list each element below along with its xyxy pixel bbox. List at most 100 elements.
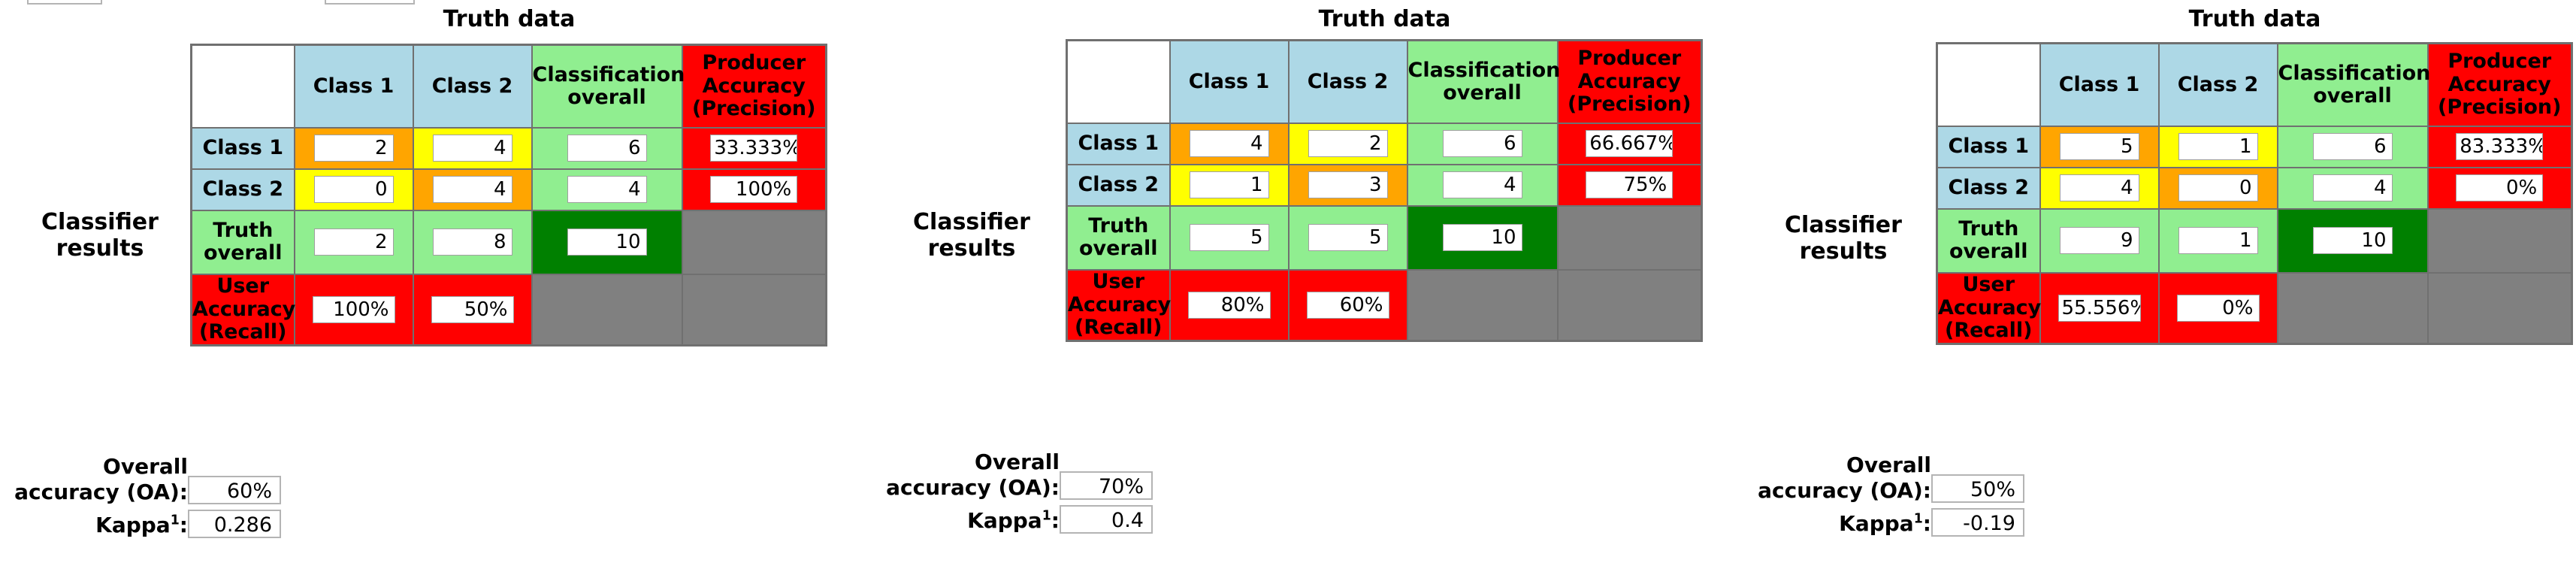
cell-truth-overall-class1: 2 <box>293 209 414 275</box>
panel-1-classifier-results-label: Classifier results <box>41 209 159 262</box>
cell-user-accuracy-class2: 0% <box>2157 271 2278 345</box>
cell-class1-overall: 6 <box>2276 125 2429 168</box>
input-m10[interactable]: 1 <box>1189 171 1269 198</box>
cell-class2-producer-accuracy: 0% <box>2426 166 2573 210</box>
input-to0[interactable]: 2 <box>313 228 394 256</box>
clipped-input-top-left[interactable] <box>27 0 102 5</box>
row-header-class2: Class 2 <box>1066 163 1171 207</box>
cell-blank-grey <box>681 273 827 347</box>
cell-user-accuracy-class1: 80% <box>1169 268 1290 342</box>
input-ua1: 50% <box>431 295 514 323</box>
cell-class2-overall: 4 <box>1406 163 1559 207</box>
input-ua1: 60% <box>1306 291 1389 319</box>
input-m00[interactable]: 4 <box>1189 130 1269 157</box>
table-row: User Accuracy (Recall) 55.556% 0% <box>1936 271 2573 345</box>
overall-accuracy-value: 50% <box>1931 474 2024 504</box>
overall-accuracy-label: Overall accuracy (OA): <box>14 454 188 504</box>
cell-blank-grey <box>1406 268 1559 342</box>
kappa-label: Kappa1: <box>1751 511 1931 537</box>
panel-2-overall-accuracy-row: Overall accuracy (OA): 70% <box>879 449 1153 501</box>
row-header-user-accuracy: User Accuracy (Recall) <box>1936 271 2041 345</box>
kappa-colon: : <box>1051 508 1060 534</box>
cell-blank-grey <box>1556 204 1703 271</box>
panel-1-truth-data-title: Truth data <box>443 6 576 32</box>
input-m01[interactable]: 1 <box>2178 133 2258 160</box>
input-m10[interactable]: 4 <box>2059 174 2139 201</box>
input-co1[interactable]: 4 <box>1442 171 1522 198</box>
input-to1[interactable]: 5 <box>1308 224 1388 251</box>
cell-grand-total: 10 <box>2276 207 2429 274</box>
clipped-input-top-mid[interactable] <box>325 0 415 5</box>
input-co0[interactable]: 6 <box>567 135 647 162</box>
input-m11[interactable]: 3 <box>1308 171 1388 198</box>
cell-user-accuracy-class1: 100% <box>293 273 414 347</box>
overall-accuracy-label: Overall accuracy (OA): <box>886 449 1060 500</box>
cell-class1-producer-accuracy: 33.333% <box>681 126 827 170</box>
row-header-truth-overall: Truth overall <box>190 209 295 275</box>
input-total[interactable]: 10 <box>2312 227 2393 254</box>
panel-2-kappa-row: Kappa1: 0.4 <box>879 505 1153 534</box>
input-to1[interactable]: 8 <box>432 228 512 256</box>
cell-blank-grey <box>1556 268 1703 342</box>
row-header-class2: Class 2 <box>190 168 295 211</box>
cell-truth-overall-class2: 8 <box>412 209 533 275</box>
cell-class2-producer-accuracy: 100% <box>681 168 827 211</box>
table-row: Truth overall 2 8 10 <box>190 209 827 275</box>
col-header-class1: Class 1 <box>1169 39 1290 124</box>
cell-class2-class2: 4 <box>412 168 533 211</box>
input-to1[interactable]: 1 <box>2178 227 2258 254</box>
input-m01[interactable]: 4 <box>432 135 512 162</box>
col-header-classification-overall: Classification overall <box>2276 42 2430 127</box>
row-header-class1: Class 1 <box>1066 122 1171 165</box>
corner-cell <box>190 44 295 129</box>
input-m01[interactable]: 2 <box>1308 130 1388 157</box>
panel-3-overall-accuracy-row: Overall accuracy (OA): 50% <box>1751 452 2024 504</box>
row-header-truth-overall: Truth overall <box>1066 204 1171 271</box>
input-co0[interactable]: 6 <box>2312 133 2393 160</box>
input-m11[interactable]: 4 <box>432 176 512 203</box>
cell-grand-total: 10 <box>531 209 683 275</box>
input-pa0: 66.667% <box>1586 130 1673 157</box>
panel-2-classifier-results-label: Classifier results <box>913 209 1030 262</box>
cell-class1-class1: 5 <box>2039 125 2160 168</box>
col-header-class2: Class 2 <box>2157 42 2278 127</box>
kappa-superscript: 1 <box>1042 509 1051 525</box>
table-row: User Accuracy (Recall) 100% 50% <box>190 273 827 347</box>
input-m10[interactable]: 0 <box>313 176 394 203</box>
input-to0[interactable]: 9 <box>2059 227 2139 254</box>
input-ua0: 100% <box>312 295 395 323</box>
table-row: Class 1 5 1 6 83.333% <box>1936 125 2573 168</box>
input-total[interactable]: 10 <box>567 228 647 256</box>
cell-class1-class2: 2 <box>1287 122 1408 165</box>
input-to0[interactable]: 5 <box>1189 224 1269 251</box>
input-m00[interactable]: 5 <box>2059 133 2139 160</box>
col-header-classification-overall: Classification overall <box>1406 39 1560 124</box>
corner-cell <box>1066 39 1171 124</box>
input-co1[interactable]: 4 <box>2312 174 2393 201</box>
kappa-superscript: 1 <box>1913 512 1923 528</box>
kappa-label-text: Kappa <box>1839 511 1914 537</box>
col-header-producer-accuracy: Producer Accuracy (Precision) <box>1556 39 1703 124</box>
panel-2-confusion-matrix: Class 1 Class 2 Classification overall P… <box>1066 39 1703 342</box>
input-co0[interactable]: 6 <box>1442 130 1522 157</box>
col-header-producer-accuracy: Producer Accuracy (Precision) <box>2426 42 2573 127</box>
cell-user-accuracy-class2: 50% <box>412 273 533 347</box>
corner-cell <box>1936 42 2041 127</box>
cell-truth-overall-class1: 5 <box>1169 204 1290 271</box>
input-m00[interactable]: 2 <box>313 135 394 162</box>
cell-blank-grey <box>2276 271 2429 345</box>
cell-class2-class2: 0 <box>2157 166 2278 210</box>
kappa-label-text: Kappa <box>967 508 1042 534</box>
kappa-colon: : <box>179 513 188 538</box>
col-header-class1: Class 1 <box>2039 42 2160 127</box>
input-ua0: 55.556% <box>2057 294 2141 322</box>
input-co1[interactable]: 4 <box>567 176 647 203</box>
overall-accuracy-value: 60% <box>188 476 281 505</box>
kappa-label: Kappa1: <box>8 513 188 538</box>
cell-grand-total: 10 <box>1406 204 1559 271</box>
panel-1-kappa-row: Kappa1: 0.286 <box>8 510 281 538</box>
input-total[interactable]: 10 <box>1442 224 1522 251</box>
cell-blank-grey <box>681 209 827 275</box>
input-m11[interactable]: 0 <box>2178 174 2258 201</box>
